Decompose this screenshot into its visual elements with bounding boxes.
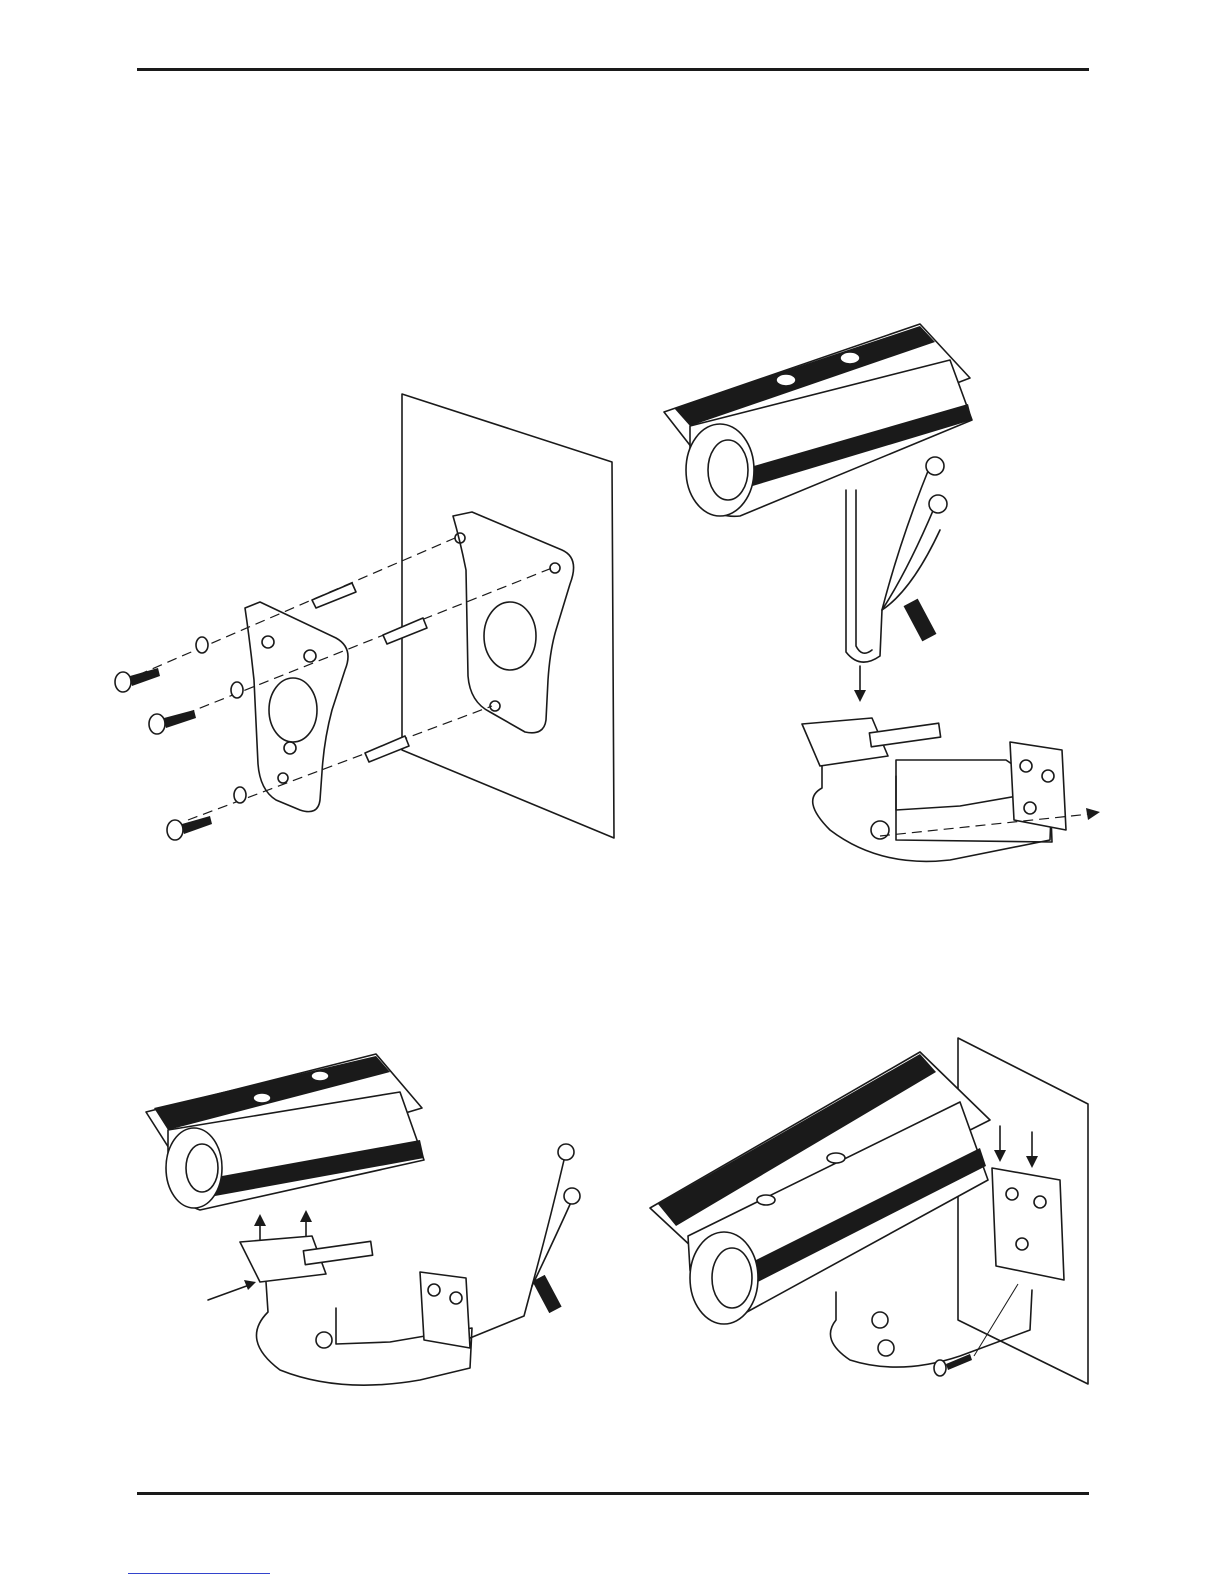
footer-rule xyxy=(137,1492,1089,1495)
figure-camera-to-bracket xyxy=(650,320,1110,895)
figure-bracket-attach xyxy=(140,1050,600,1400)
figure-mounted-on-wall xyxy=(640,1030,1100,1390)
figure-wall-plate-anchors xyxy=(100,380,630,860)
header-rule xyxy=(137,68,1089,71)
footer-link-underline[interactable] xyxy=(128,1573,270,1574)
mounted-on-wall-icon xyxy=(640,1030,1100,1390)
wall-plate-anchors-icon xyxy=(100,380,630,860)
bracket-attach-icon xyxy=(140,1050,600,1400)
camera-to-bracket-icon xyxy=(650,320,1110,895)
